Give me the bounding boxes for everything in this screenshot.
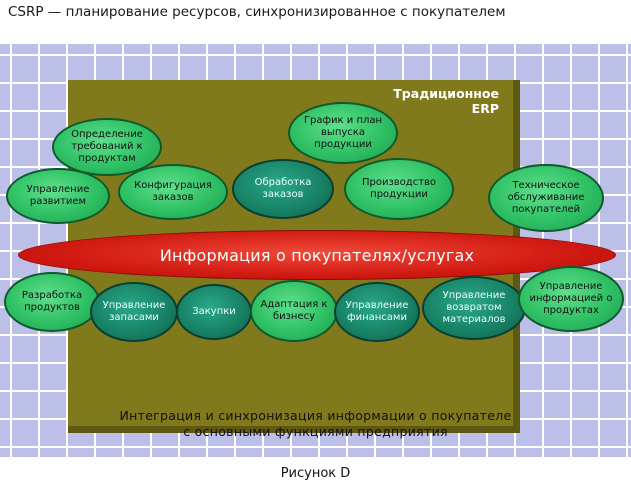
caption-line2: с основными функциями предприятия (183, 424, 448, 439)
diagram-canvas: Традиционное ERP Определение требований … (0, 44, 631, 457)
caption-line1: Интеграция и синхронизация информации о … (119, 408, 512, 423)
diagram-title: CSRP — планирование ресурсов, синхронизи… (8, 4, 506, 20)
node-tech-support: Техническое обслуживание покупателей (488, 164, 604, 232)
node-requirements: Определение требований к продуктам (52, 118, 162, 176)
node-business-adapt: Адаптация к бизнесу (250, 280, 338, 342)
node-returns: Управление возвратом материалов (422, 276, 526, 340)
node-production-schedule: График и план выпуска продукции (288, 102, 398, 164)
node-inventory: Управление запасами (90, 282, 178, 342)
node-dev-mgmt: Управление развитием (6, 168, 110, 224)
node-order-processing: Обработка заказов (232, 159, 334, 219)
diagram-caption: Интеграция и синхронизация информации о … (0, 408, 631, 440)
node-finance: Управление финансами (334, 282, 420, 342)
node-product-dev: Разработка продуктов (4, 272, 100, 332)
figure-label: Рисунок D (280, 466, 351, 481)
erp-label-line2: ERP (471, 101, 499, 116)
node-product-info: Управление информацией о продуктах (518, 266, 624, 332)
node-order-config: Конфигурация заказов (118, 164, 228, 220)
node-production: Производство продукции (344, 158, 454, 220)
customer-info-band: Информация о покупателях/услугах (18, 230, 616, 280)
erp-label-line1: Традиционное (393, 86, 499, 101)
node-purchasing: Закупки (176, 284, 252, 340)
erp-label: Традиционное ERP (349, 86, 499, 116)
